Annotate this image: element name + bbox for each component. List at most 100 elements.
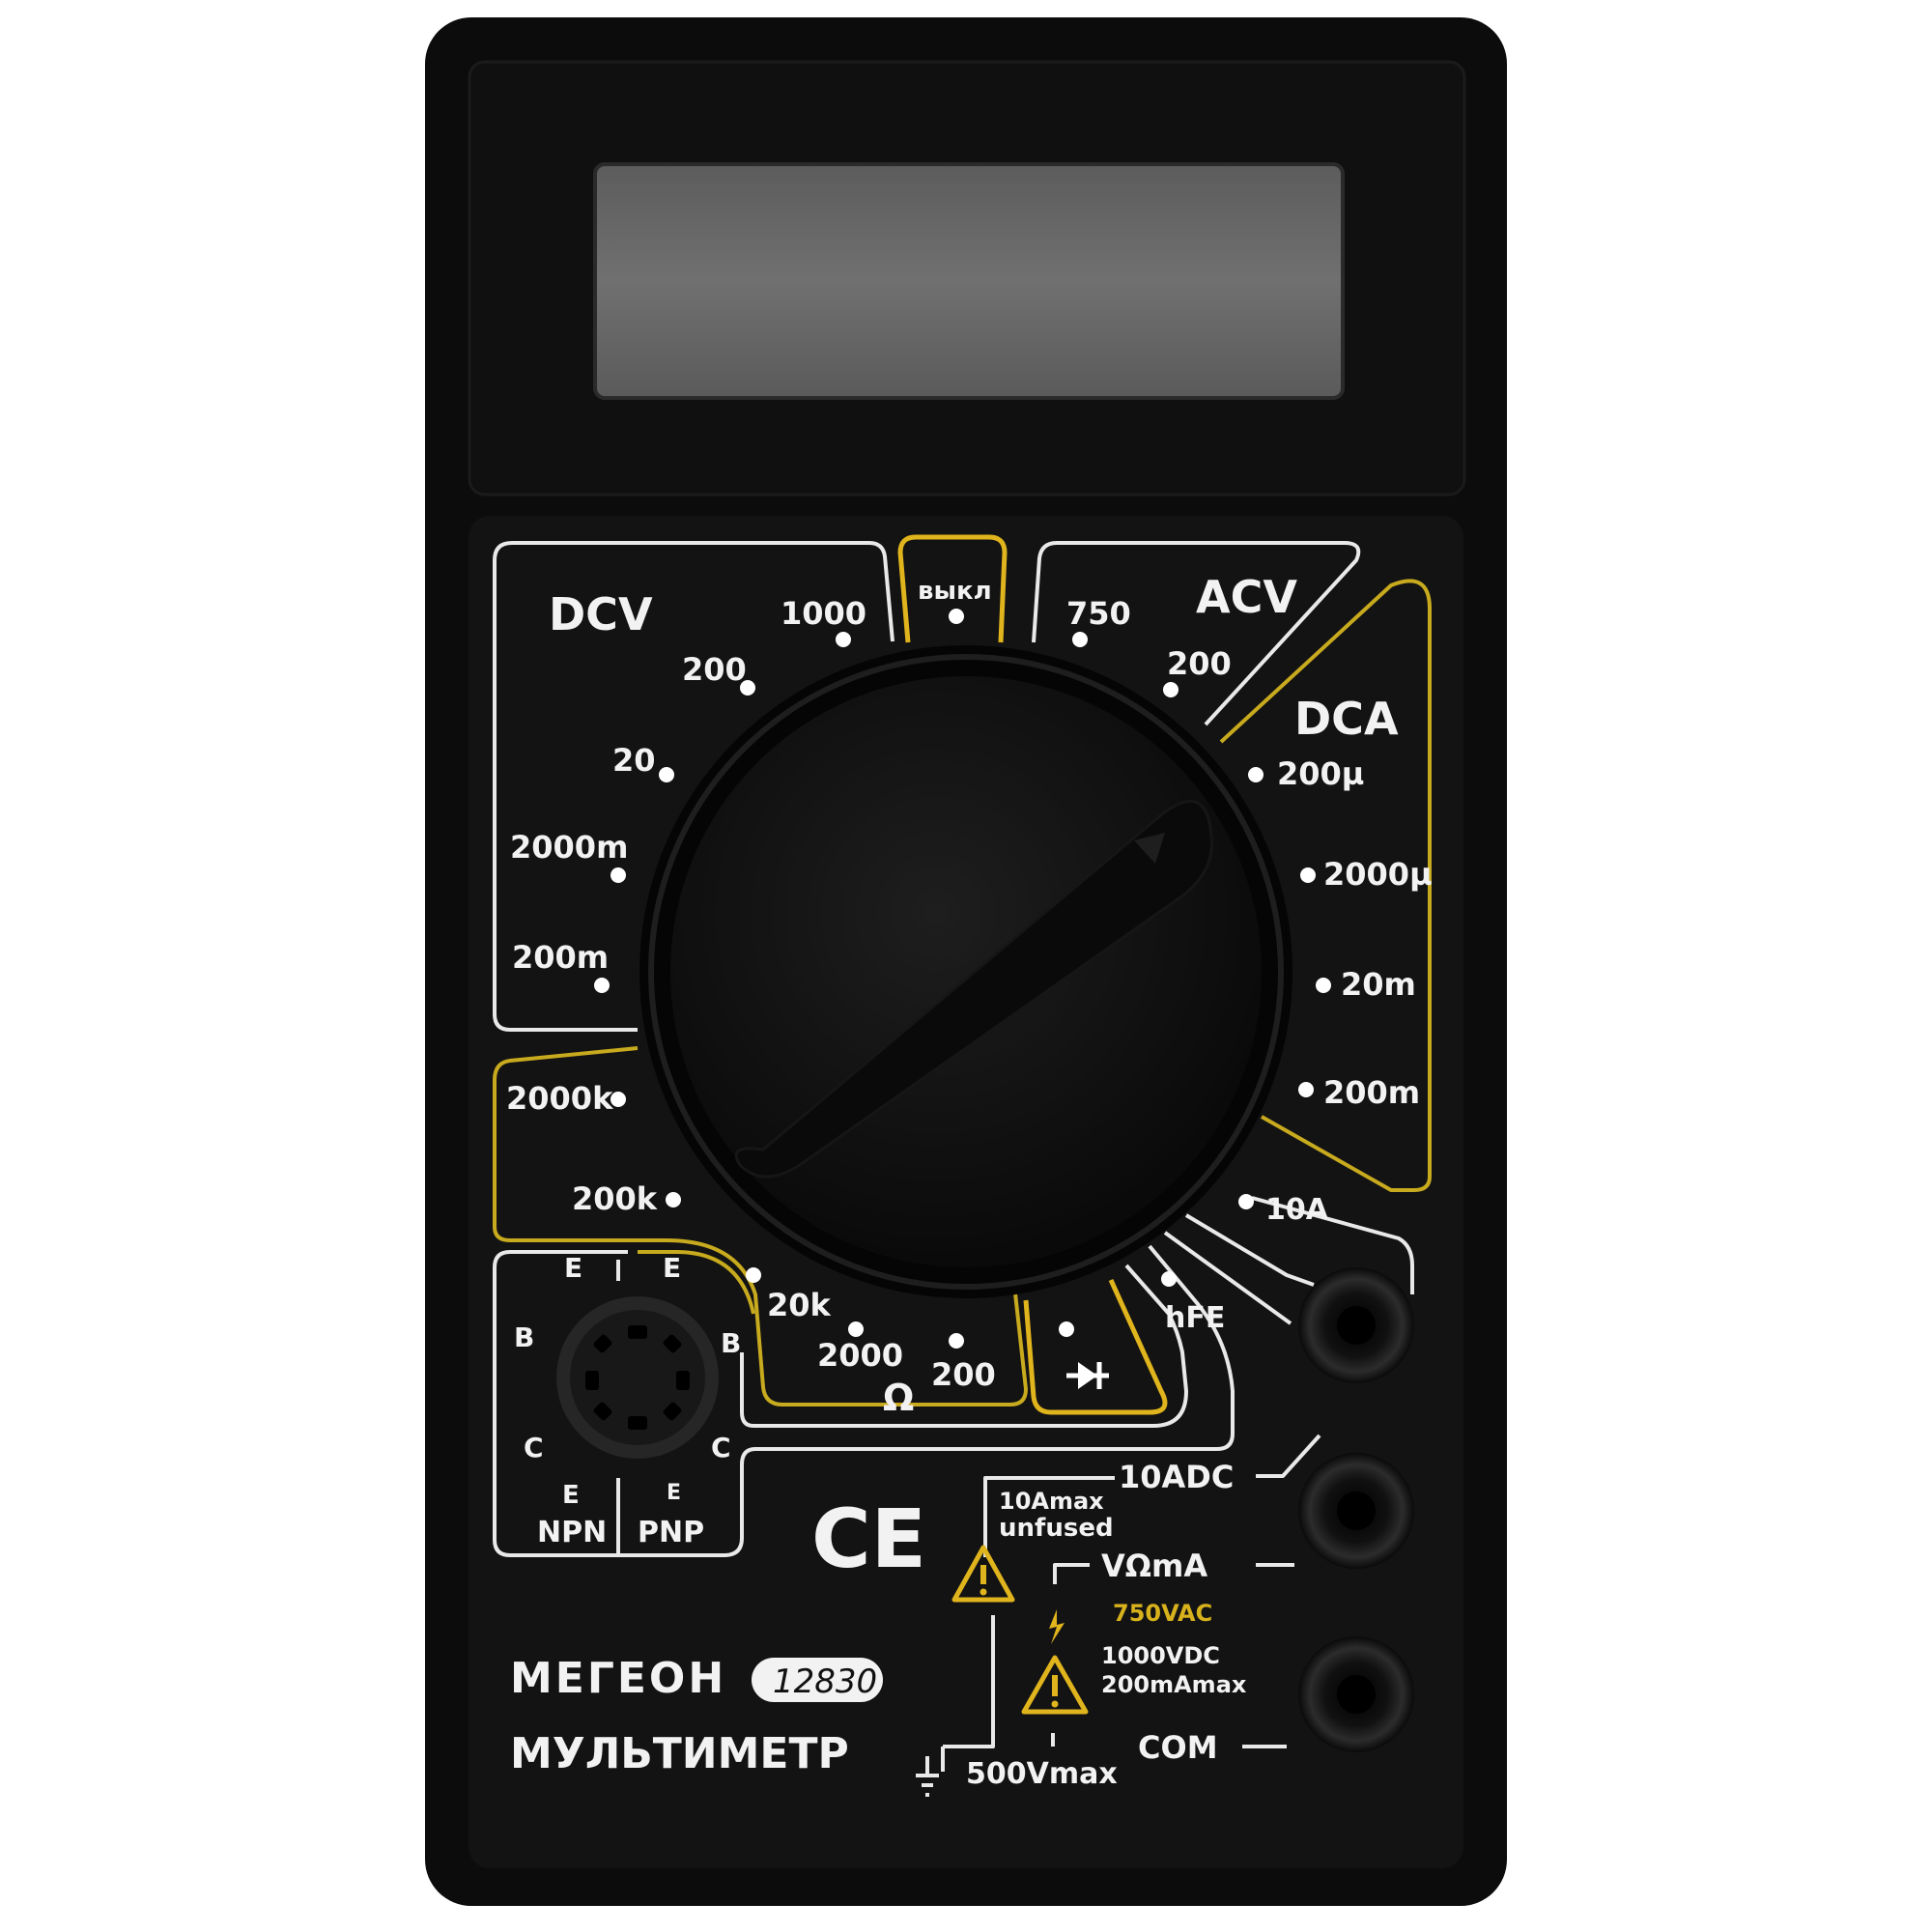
transistor-socket[interactable]: [556, 1296, 719, 1459]
dot-ohm-200[interactable]: [949, 1333, 964, 1349]
off-border: [897, 534, 1008, 643]
line-10adc: [1256, 1434, 1321, 1478]
model-number: 12830: [773, 1662, 877, 1701]
hfe-border: [740, 1264, 1188, 1428]
voma-warning: 750VAC: [1113, 1600, 1212, 1627]
npn-b: B: [514, 1321, 534, 1353]
com-note: 500Vmax: [966, 1757, 1118, 1791]
knob-arrow-icon: [1134, 833, 1165, 864]
knob-pointer[interactable]: [734, 800, 1213, 1179]
warning-triangle-icon-2: [1021, 1655, 1089, 1715]
dot-20[interactable]: [659, 767, 674, 782]
range-200k: 200k: [572, 1180, 658, 1217]
socket-e-right: E: [663, 1252, 681, 1284]
dca-border: [1219, 579, 1432, 1192]
dcv-border: [493, 541, 895, 1032]
line-ground: [941, 1615, 995, 1772]
dca-label: DCA: [1294, 693, 1399, 745]
range-20: 20: [612, 742, 656, 779]
dot-dcv-200[interactable]: [740, 680, 755, 696]
dot-acv-200[interactable]: [1163, 682, 1178, 697]
dot-750[interactable]: [1072, 632, 1088, 647]
brand-logo: МЕГЕОН: [510, 1654, 726, 1703]
range-dcv-200m: 200m: [512, 939, 609, 976]
hfe-outer-line: [493, 1244, 1235, 1557]
range-10a: 10A: [1265, 1193, 1329, 1227]
range-20k: 20k: [767, 1287, 832, 1323]
voma-limit-2: 200mAmax: [1101, 1671, 1247, 1698]
jack-com-label: COM: [1138, 1729, 1218, 1766]
range-20m: 20m: [1341, 966, 1416, 1003]
ohm-symbol: Ω: [883, 1377, 914, 1419]
model-badge: [752, 1658, 883, 1702]
dot-20k[interactable]: [746, 1267, 761, 1283]
acv-label: ACV: [1196, 571, 1297, 623]
line-voma: [1053, 1563, 1090, 1584]
range-ohm-200: 200: [931, 1356, 996, 1393]
dot-2000u[interactable]: [1300, 867, 1316, 883]
dot-dca-200m[interactable]: [1298, 1082, 1314, 1097]
knob-rim: [648, 654, 1284, 1290]
diode-border: [1023, 1278, 1168, 1415]
dot-off[interactable]: [949, 609, 964, 624]
socket-e-left: E: [564, 1252, 582, 1284]
dot-200k[interactable]: [666, 1192, 681, 1208]
jack-10a[interactable]: [1298, 1267, 1414, 1383]
dot-1000[interactable]: [836, 632, 851, 647]
10a-line-2: [1184, 1213, 1315, 1287]
dial-dots: [594, 609, 1331, 1349]
pnp-c: C: [711, 1432, 731, 1463]
pnp-b: B: [721, 1327, 741, 1359]
range-200u: 200µ: [1277, 755, 1364, 792]
rotary-knob[interactable]: [670, 676, 1262, 1267]
dot-ohm-2000[interactable]: [848, 1321, 864, 1337]
npn-c: C: [524, 1432, 544, 1463]
jack-voma-label: VΩmA: [1101, 1548, 1207, 1584]
npn-label: NPN: [537, 1516, 607, 1549]
voma-limit-1: 1000VDC: [1101, 1642, 1220, 1669]
10a-line-3: [1251, 1196, 1414, 1294]
dcv-label: DCV: [549, 588, 653, 640]
range-750: 750: [1066, 595, 1131, 632]
dot-10a[interactable]: [1238, 1194, 1254, 1209]
device-title: МУЛЬТИМЕТР: [510, 1729, 849, 1778]
dot-dcv-200m[interactable]: [594, 978, 610, 993]
range-1000: 1000: [781, 595, 866, 632]
diode-icon: [1066, 1362, 1109, 1389]
dot-diode[interactable]: [1059, 1321, 1074, 1337]
acv-border: [1032, 541, 1361, 726]
range-2000k: 2000k: [506, 1080, 613, 1117]
range-2000u: 2000µ: [1323, 856, 1433, 893]
range-dca-200m: 200m: [1323, 1074, 1420, 1111]
pnp-e: E: [667, 1481, 681, 1505]
npn-e: E: [562, 1481, 580, 1510]
10a-line-1: [1163, 1231, 1292, 1325]
lcd-screen: [593, 162, 1345, 400]
pnp-label: PNP: [638, 1516, 704, 1549]
range-dcv-200: 200: [682, 651, 747, 688]
lightning-icon: [1049, 1609, 1065, 1644]
ohm-inner-line: [638, 1250, 755, 1315]
hfe-label: hFE: [1165, 1301, 1225, 1335]
ohm-border: [493, 1046, 1028, 1406]
jack-10a-note-1: 10Amax: [999, 1488, 1104, 1515]
jack-10a-note-2: unfused: [999, 1514, 1114, 1543]
range-acv-200: 200: [1167, 645, 1232, 682]
dot-200u[interactable]: [1248, 767, 1264, 782]
warning-triangle-icon: [951, 1545, 1015, 1603]
off-label: выкл: [918, 577, 992, 606]
range-2000m: 2000m: [510, 829, 628, 866]
dot-2000k[interactable]: [611, 1092, 626, 1107]
jack-com[interactable]: [1298, 1636, 1414, 1752]
line-10a-note: [983, 1476, 1115, 1557]
range-ohm-2000: 2000: [817, 1337, 903, 1374]
ground-symbol: [916, 1756, 939, 1797]
jack-10adc-label: 10ADC: [1119, 1459, 1234, 1495]
jack-voma[interactable]: [1298, 1453, 1414, 1569]
dot-20m[interactable]: [1316, 978, 1331, 993]
dot-hfe[interactable]: [1161, 1271, 1177, 1287]
ce-mark: CE: [811, 1492, 926, 1586]
dot-2000m[interactable]: [611, 867, 626, 883]
